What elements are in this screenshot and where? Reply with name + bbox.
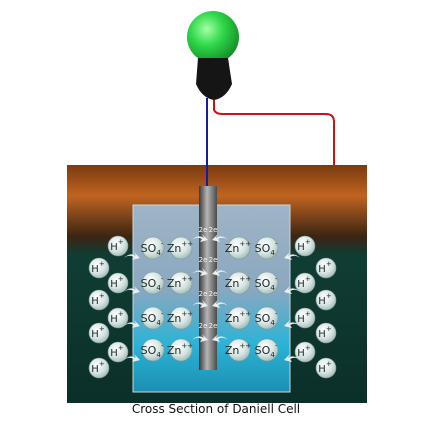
electron-label: 2e: [209, 290, 218, 298]
curved-arrow-icon: [192, 234, 208, 242]
sulfate-ion: SO4-: [255, 236, 279, 260]
zinc-ion: Zn++: [225, 271, 251, 295]
electron-label: 2e: [199, 256, 208, 264]
zinc-electrode: [199, 186, 217, 370]
sulfate-ion: SO4-: [141, 271, 165, 295]
curved-arrow-icon: [212, 234, 228, 242]
hydrogen-ion: H+: [315, 357, 337, 379]
curved-arrow-icon: [212, 300, 228, 308]
zinc-ion: Zn++: [167, 271, 193, 295]
electron-label: 2e: [199, 226, 208, 234]
electron-label: 2e: [199, 322, 208, 330]
curved-arrow-icon: [192, 268, 208, 276]
sulfate-ion: SO4-: [255, 271, 279, 295]
hydrogen-ion: H+: [315, 289, 337, 311]
zinc-ion: Zn++: [225, 236, 251, 260]
curved-arrow-icon: [212, 334, 228, 342]
electron-label: 2e: [209, 256, 218, 264]
sulfate-ion: SO4-: [141, 236, 165, 260]
curved-arrow-icon: [284, 320, 300, 328]
hydrogen-ion: H+: [315, 257, 337, 279]
zinc-ion: Zn++: [225, 306, 251, 330]
light-bulb-icon: [187, 11, 239, 100]
hydrogen-ion: H+: [294, 307, 316, 329]
curved-arrow-icon: [284, 354, 300, 362]
positive-wire: [213, 96, 335, 165]
diagram-caption: Cross Section of Daniell Cell: [131, 402, 301, 416]
hydrogen-ion: H+: [88, 257, 110, 279]
zinc-ion: Zn++: [167, 306, 193, 330]
electron-label: 2e: [209, 226, 218, 234]
hydrogen-ion: H+: [107, 307, 129, 329]
curved-arrow-icon: [124, 286, 140, 294]
curved-arrow-icon: [284, 252, 300, 260]
svg-text:SO4-: SO4-: [255, 275, 278, 292]
hydrogen-ion: H+: [315, 322, 337, 344]
svg-text:SO4-: SO4-: [141, 275, 164, 292]
hydrogen-ion: H+: [294, 341, 316, 363]
svg-text:SO4-: SO4-: [141, 240, 164, 257]
sulfate-ion: SO4-: [141, 306, 165, 330]
ions-layer: H+H+H+H+H+H+H+H+H+H+H+H+H+H+H+H+SO4-Zn++…: [88, 226, 337, 379]
svg-text:SO4-: SO4-: [141, 342, 164, 359]
hydrogen-ion: H+: [107, 341, 129, 363]
sulfate-ion: SO4-: [255, 338, 279, 362]
zinc-ion: Zn++: [167, 236, 193, 260]
hydrogen-ion: H+: [88, 289, 110, 311]
hydrogen-ion: H+: [294, 235, 316, 257]
curved-arrow-icon: [124, 252, 140, 260]
electron-label: 2e: [209, 322, 218, 330]
curved-arrow-icon: [124, 320, 140, 328]
curved-arrow-icon: [192, 300, 208, 308]
svg-text:SO4-: SO4-: [255, 240, 278, 257]
svg-text:SO4-: SO4-: [141, 310, 164, 327]
hydrogen-ion: H+: [107, 272, 129, 294]
svg-text:SO4-: SO4-: [255, 342, 278, 359]
zinc-ion: Zn++: [225, 338, 251, 362]
curved-arrow-icon: [124, 354, 140, 362]
electron-label: 2e: [199, 290, 208, 298]
sulfate-ion: SO4-: [141, 338, 165, 362]
curved-arrow-icon: [284, 286, 300, 294]
hydrogen-ion: H+: [88, 357, 110, 379]
svg-text:SO4-: SO4-: [255, 310, 278, 327]
hydrogen-ion: H+: [88, 322, 110, 344]
sulfate-ion: SO4-: [255, 306, 279, 330]
curved-arrow-icon: [192, 334, 208, 342]
curved-arrow-icon: [212, 268, 228, 276]
zinc-ion: Zn++: [167, 338, 193, 362]
hydrogen-ion: H+: [107, 235, 129, 257]
hydrogen-ion: H+: [294, 272, 316, 294]
